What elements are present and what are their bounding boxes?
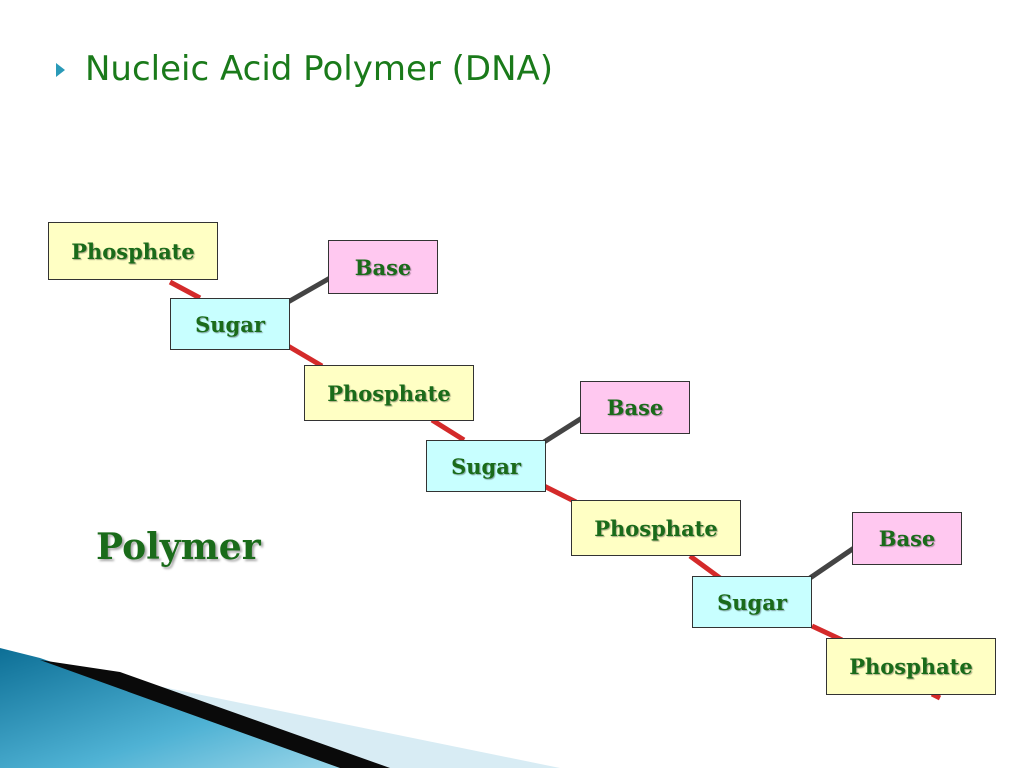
phosphate-box-2: Phosphate bbox=[304, 365, 474, 421]
phosphate-label: Phosphate bbox=[71, 238, 195, 264]
backbone-link bbox=[430, 417, 466, 443]
sugar-label: Sugar bbox=[451, 453, 521, 479]
sugar-box-1: Sugar bbox=[170, 298, 290, 350]
sugar-label: Sugar bbox=[717, 589, 787, 615]
backbone-link bbox=[168, 279, 202, 301]
polymer-label: Polymer bbox=[96, 526, 261, 568]
base-box-2: Base bbox=[580, 381, 690, 434]
backbone-link bbox=[688, 553, 722, 581]
base-box-3: Base bbox=[852, 512, 962, 565]
backbone-link bbox=[286, 343, 324, 369]
title-row: Nucleic Acid Polymer (DNA) bbox=[56, 44, 553, 94]
base-link bbox=[286, 275, 332, 305]
base-link bbox=[808, 545, 856, 581]
bullet-arrow-icon bbox=[56, 63, 65, 77]
backbone-link bbox=[810, 623, 844, 643]
phosphate-label: Phosphate bbox=[849, 654, 973, 679]
backbone-link bbox=[542, 483, 578, 505]
phosphate-box-1: Phosphate bbox=[48, 222, 218, 280]
phosphate-box-3: Phosphate bbox=[571, 500, 741, 556]
decor-light-wedge bbox=[40, 662, 560, 768]
phosphate-label: Phosphate bbox=[327, 380, 451, 406]
sugar-label: Sugar bbox=[195, 311, 265, 337]
base-link bbox=[542, 415, 584, 445]
sugar-box-3: Sugar bbox=[692, 576, 812, 628]
base-box-1: Base bbox=[328, 240, 438, 294]
base-label: Base bbox=[878, 526, 936, 551]
decor-dark-wedge bbox=[40, 660, 390, 768]
phosphate-box-4: Phosphate bbox=[826, 638, 996, 695]
base-label: Base bbox=[606, 395, 664, 420]
base-label: Base bbox=[354, 254, 412, 280]
sugar-box-2: Sugar bbox=[426, 440, 546, 492]
phosphate-label: Phosphate bbox=[594, 515, 718, 541]
slide-title: Nucleic Acid Polymer (DNA) bbox=[85, 49, 554, 89]
